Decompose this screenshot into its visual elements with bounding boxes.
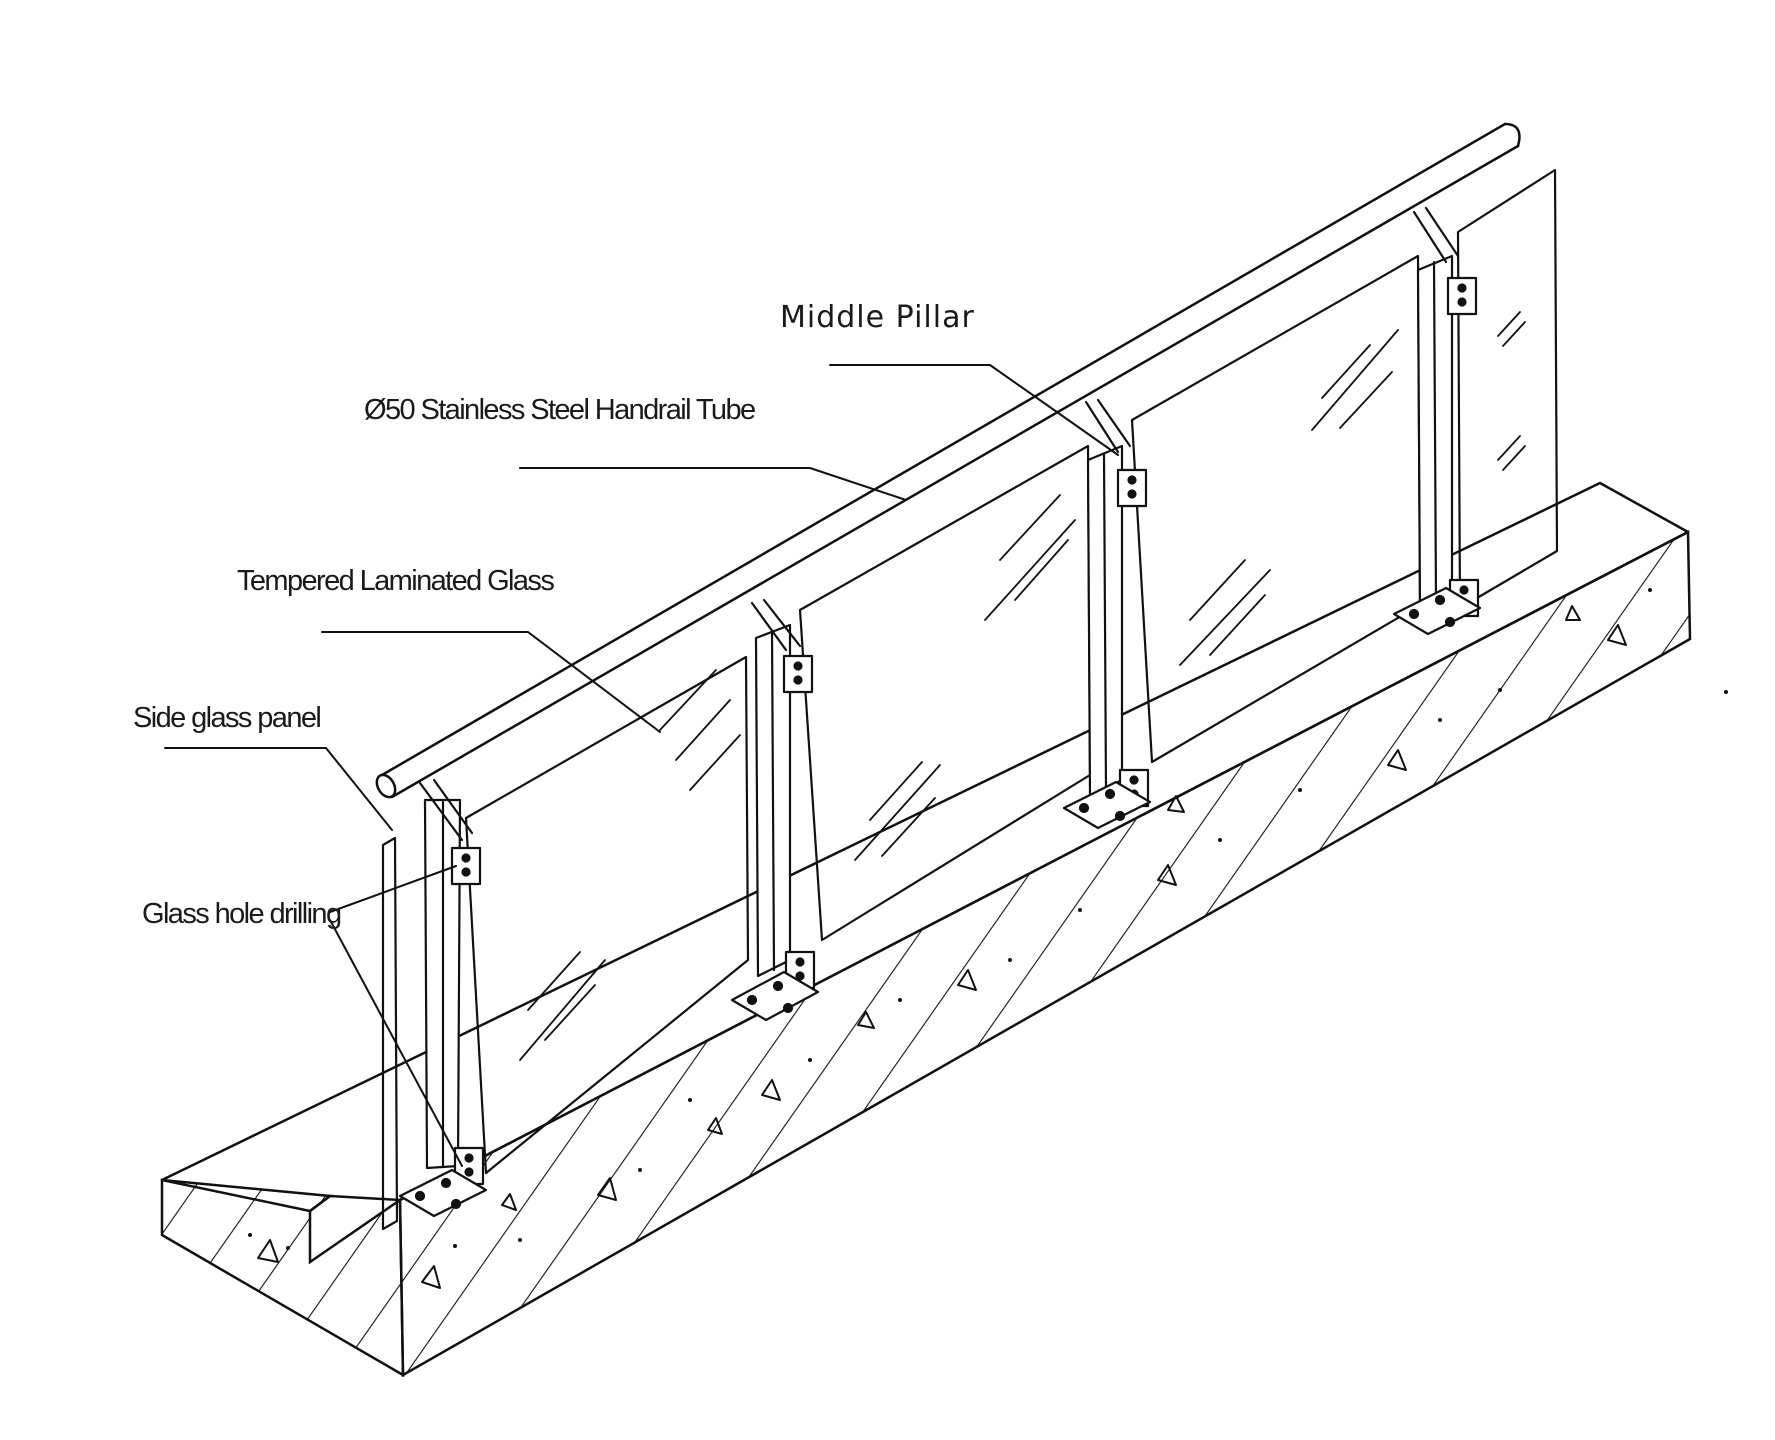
- concrete-dots: [248, 588, 1728, 1250]
- pillars: [398, 206, 1482, 1218]
- pillar-2: [730, 598, 820, 1022]
- leader-middle-pillar: [829, 364, 1119, 456]
- handrail-tube: [375, 122, 1521, 799]
- label-middle-pillar: Middle Pillar: [780, 300, 975, 335]
- concrete-aggregate: [257, 605, 1627, 1289]
- pillar-1: [398, 778, 488, 1218]
- leader-hole-bottom: [329, 919, 463, 1167]
- leader-glass: [321, 631, 661, 733]
- glass-panel-4: [1456, 168, 1559, 610]
- base-front-face: [398, 529, 1692, 1378]
- pillar-4: [1392, 206, 1482, 636]
- leader-handrail: [519, 467, 907, 501]
- glass-glare-marks: [519, 311, 1526, 1061]
- side-glass-panel: [381, 836, 399, 1231]
- label-tempered-glass: Tempered Laminated Glass: [237, 565, 555, 597]
- glass-panel-1: [464, 655, 750, 1175]
- concrete-base: [160, 481, 1728, 1378]
- glass-panel-3: [1130, 254, 1422, 764]
- glass-panels: [381, 168, 1559, 1231]
- label-glass-hole-drilling: Glass hole drilling: [142, 898, 342, 930]
- label-side-glass-panel: Side glass panel: [133, 702, 322, 734]
- leader-lines: [164, 364, 1119, 1167]
- leader-hole-top: [329, 865, 457, 913]
- label-handrail-tube: Ø50 Stainless Steel Handrail Tube: [364, 394, 756, 426]
- pillar-3: [1062, 398, 1152, 830]
- leader-side-panel: [164, 747, 393, 831]
- base-end-face: [160, 1178, 405, 1378]
